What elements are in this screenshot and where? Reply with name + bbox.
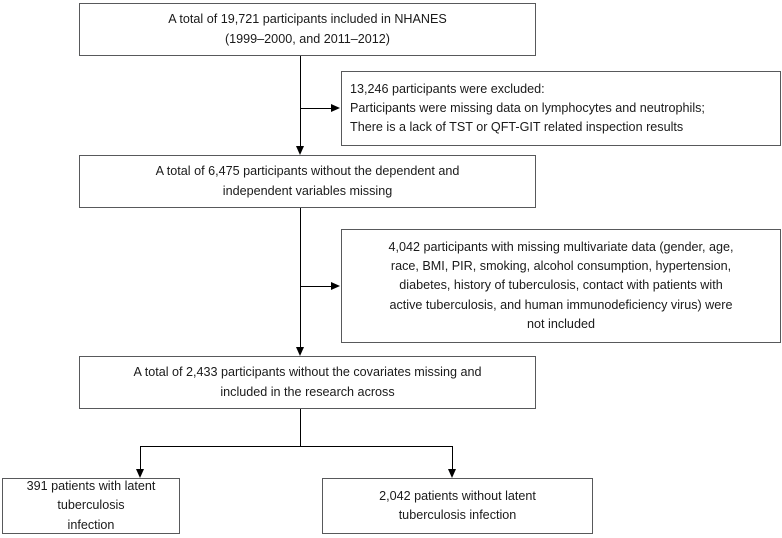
node-without-variables-missing-label: A total of 6,475 participants without th… <box>155 164 460 198</box>
connector-split-to-ltbi-positive <box>140 446 141 469</box>
arrowhead-split-to-ltbi-positive <box>136 469 144 478</box>
node-excluded-missing-label: 13,246 participants were excluded: Parti… <box>350 81 705 135</box>
arrowhead-total-to-without-variables <box>296 146 304 155</box>
connector-branch-to-excluded-covariates <box>301 286 332 287</box>
node-without-variables-missing: A total of 6,475 participants without th… <box>79 155 536 208</box>
node-ltbi-positive: 391 patients with latent tuberculosis in… <box>2 478 180 534</box>
node-ltbi-negative-label: 2,042 patients without latent tuberculos… <box>379 488 536 522</box>
connector-total-to-without-variables <box>300 56 301 146</box>
node-final-cohort-label: A total of 2,433 participants without th… <box>133 365 482 399</box>
connector-branch-to-excluded-missing <box>301 108 332 109</box>
node-ltbi-positive-label: 391 patients with latent tuberculosis in… <box>26 479 156 532</box>
connector-final-to-split <box>300 409 301 446</box>
connector-split-horizontal <box>140 446 453 447</box>
node-excluded-covariates-label: 4,042 participants with missing multivar… <box>388 240 734 331</box>
arrowhead-branch-to-excluded-missing <box>331 104 340 112</box>
arrowhead-branch-to-excluded-covariates <box>331 282 340 290</box>
arrowhead-without-variables-to-final <box>296 347 304 356</box>
arrowhead-split-to-ltbi-negative <box>448 469 456 478</box>
node-total-included-label: A total of 19,721 participants included … <box>168 12 447 46</box>
node-excluded-missing: 13,246 participants were excluded: Parti… <box>341 71 781 146</box>
connector-without-variables-to-final <box>300 208 301 347</box>
node-excluded-covariates: 4,042 participants with missing multivar… <box>341 229 781 343</box>
connector-split-to-ltbi-negative <box>452 446 453 469</box>
node-final-cohort: A total of 2,433 participants without th… <box>79 356 536 409</box>
node-total-included: A total of 19,721 participants included … <box>79 3 536 56</box>
node-ltbi-negative: 2,042 patients without latent tuberculos… <box>322 478 593 534</box>
